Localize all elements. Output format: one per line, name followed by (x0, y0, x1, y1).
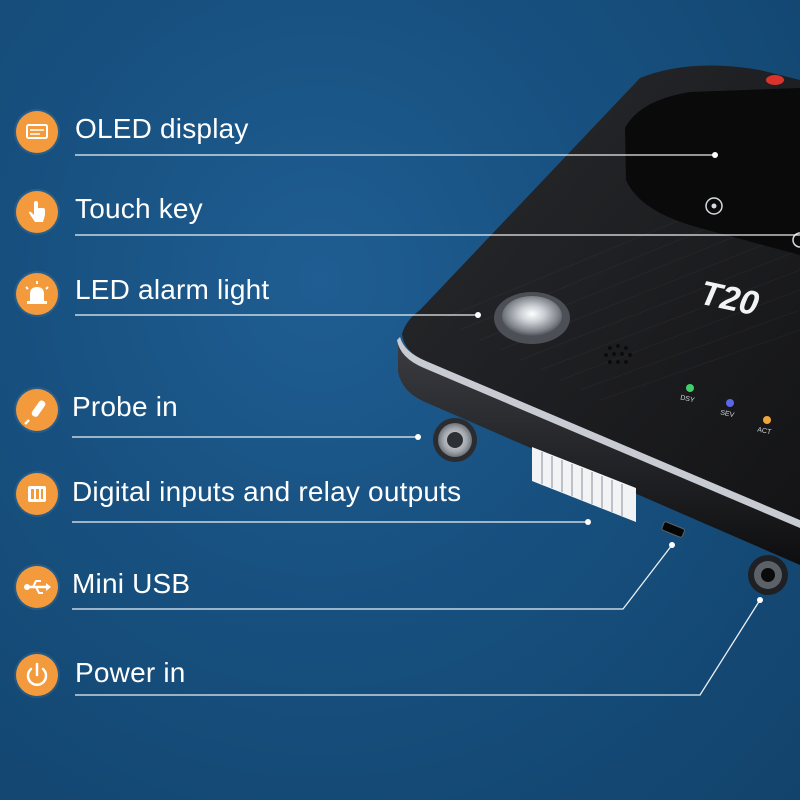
mini-usb-port (661, 521, 685, 538)
label-touch-key: Touch key (75, 193, 203, 224)
status-led-green (686, 384, 694, 392)
alarm-light-icon (16, 273, 58, 315)
led-label-2: SEV (720, 409, 735, 419)
label-oled-display: OLED display (75, 113, 249, 144)
touch-key-symbol (705, 197, 723, 215)
device-rim (397, 337, 800, 528)
callout-line-power (75, 599, 761, 696)
terminal-block-icon (16, 473, 58, 515)
label-mini-usb: Mini USB (72, 568, 191, 599)
oled-display-window (625, 88, 800, 255)
callout-line-usb (72, 544, 673, 610)
callout-dots (415, 152, 763, 603)
alarm-light-lens (502, 296, 562, 336)
top-red-button (766, 75, 784, 85)
label-digital-io: Digital inputs and relay outputs (72, 476, 462, 507)
display-icon (16, 111, 58, 153)
led-label-3: ACT (757, 426, 773, 436)
status-led-orange (763, 416, 771, 424)
label-power-in: Power in (75, 657, 186, 688)
status-led-blue (726, 399, 734, 407)
probe-icon (16, 389, 58, 431)
label-probe-in: Probe in (72, 391, 178, 422)
led-label-1: DSY (680, 394, 696, 404)
callout-lines (72, 154, 800, 696)
power-icon (16, 654, 58, 696)
terminal-block (532, 447, 636, 522)
touch-hand-icon (16, 191, 58, 233)
speaker-grille (604, 344, 632, 364)
usb-icon (16, 566, 58, 608)
label-led-alarm-light: LED alarm light (75, 274, 270, 305)
